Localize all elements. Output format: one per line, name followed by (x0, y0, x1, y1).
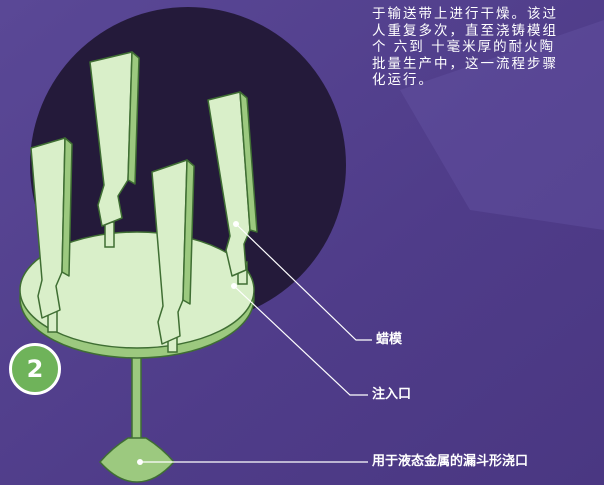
paragraph-line-4: 批量生产中，这一流程步骤 (372, 55, 558, 72)
callout-line-wax (235, 223, 372, 341)
callout-line-sprue (233, 285, 368, 396)
paragraph-line-2: 人重复多次，直至浇铸模组 (372, 22, 558, 39)
wax-models (30, 51, 258, 345)
disc-top (19, 231, 255, 349)
description-paragraph: 于输送带上进行干燥。该过 人重复多次，直至浇铸模组 个 六到 十毫米厚的耐火陶 … (372, 6, 604, 89)
funnel-sprue (99, 437, 175, 483)
paragraph-line-3: 个 六到 十毫米厚的耐火陶 (372, 39, 556, 55)
step-number-badge: 2 (9, 343, 61, 395)
label-sprue: 注入口 (372, 387, 412, 402)
paragraph-line-5: 化运行。 (372, 72, 434, 88)
light-streak (400, 20, 604, 230)
callout-lines (140, 223, 372, 463)
label-wax-model: 蜡模 (376, 332, 403, 347)
stem (131, 344, 142, 446)
paragraph-line-1: 于输送带上进行干燥。该过 (372, 6, 558, 22)
label-funnel: 用于液态金属的漏斗形浇口 (372, 454, 529, 469)
